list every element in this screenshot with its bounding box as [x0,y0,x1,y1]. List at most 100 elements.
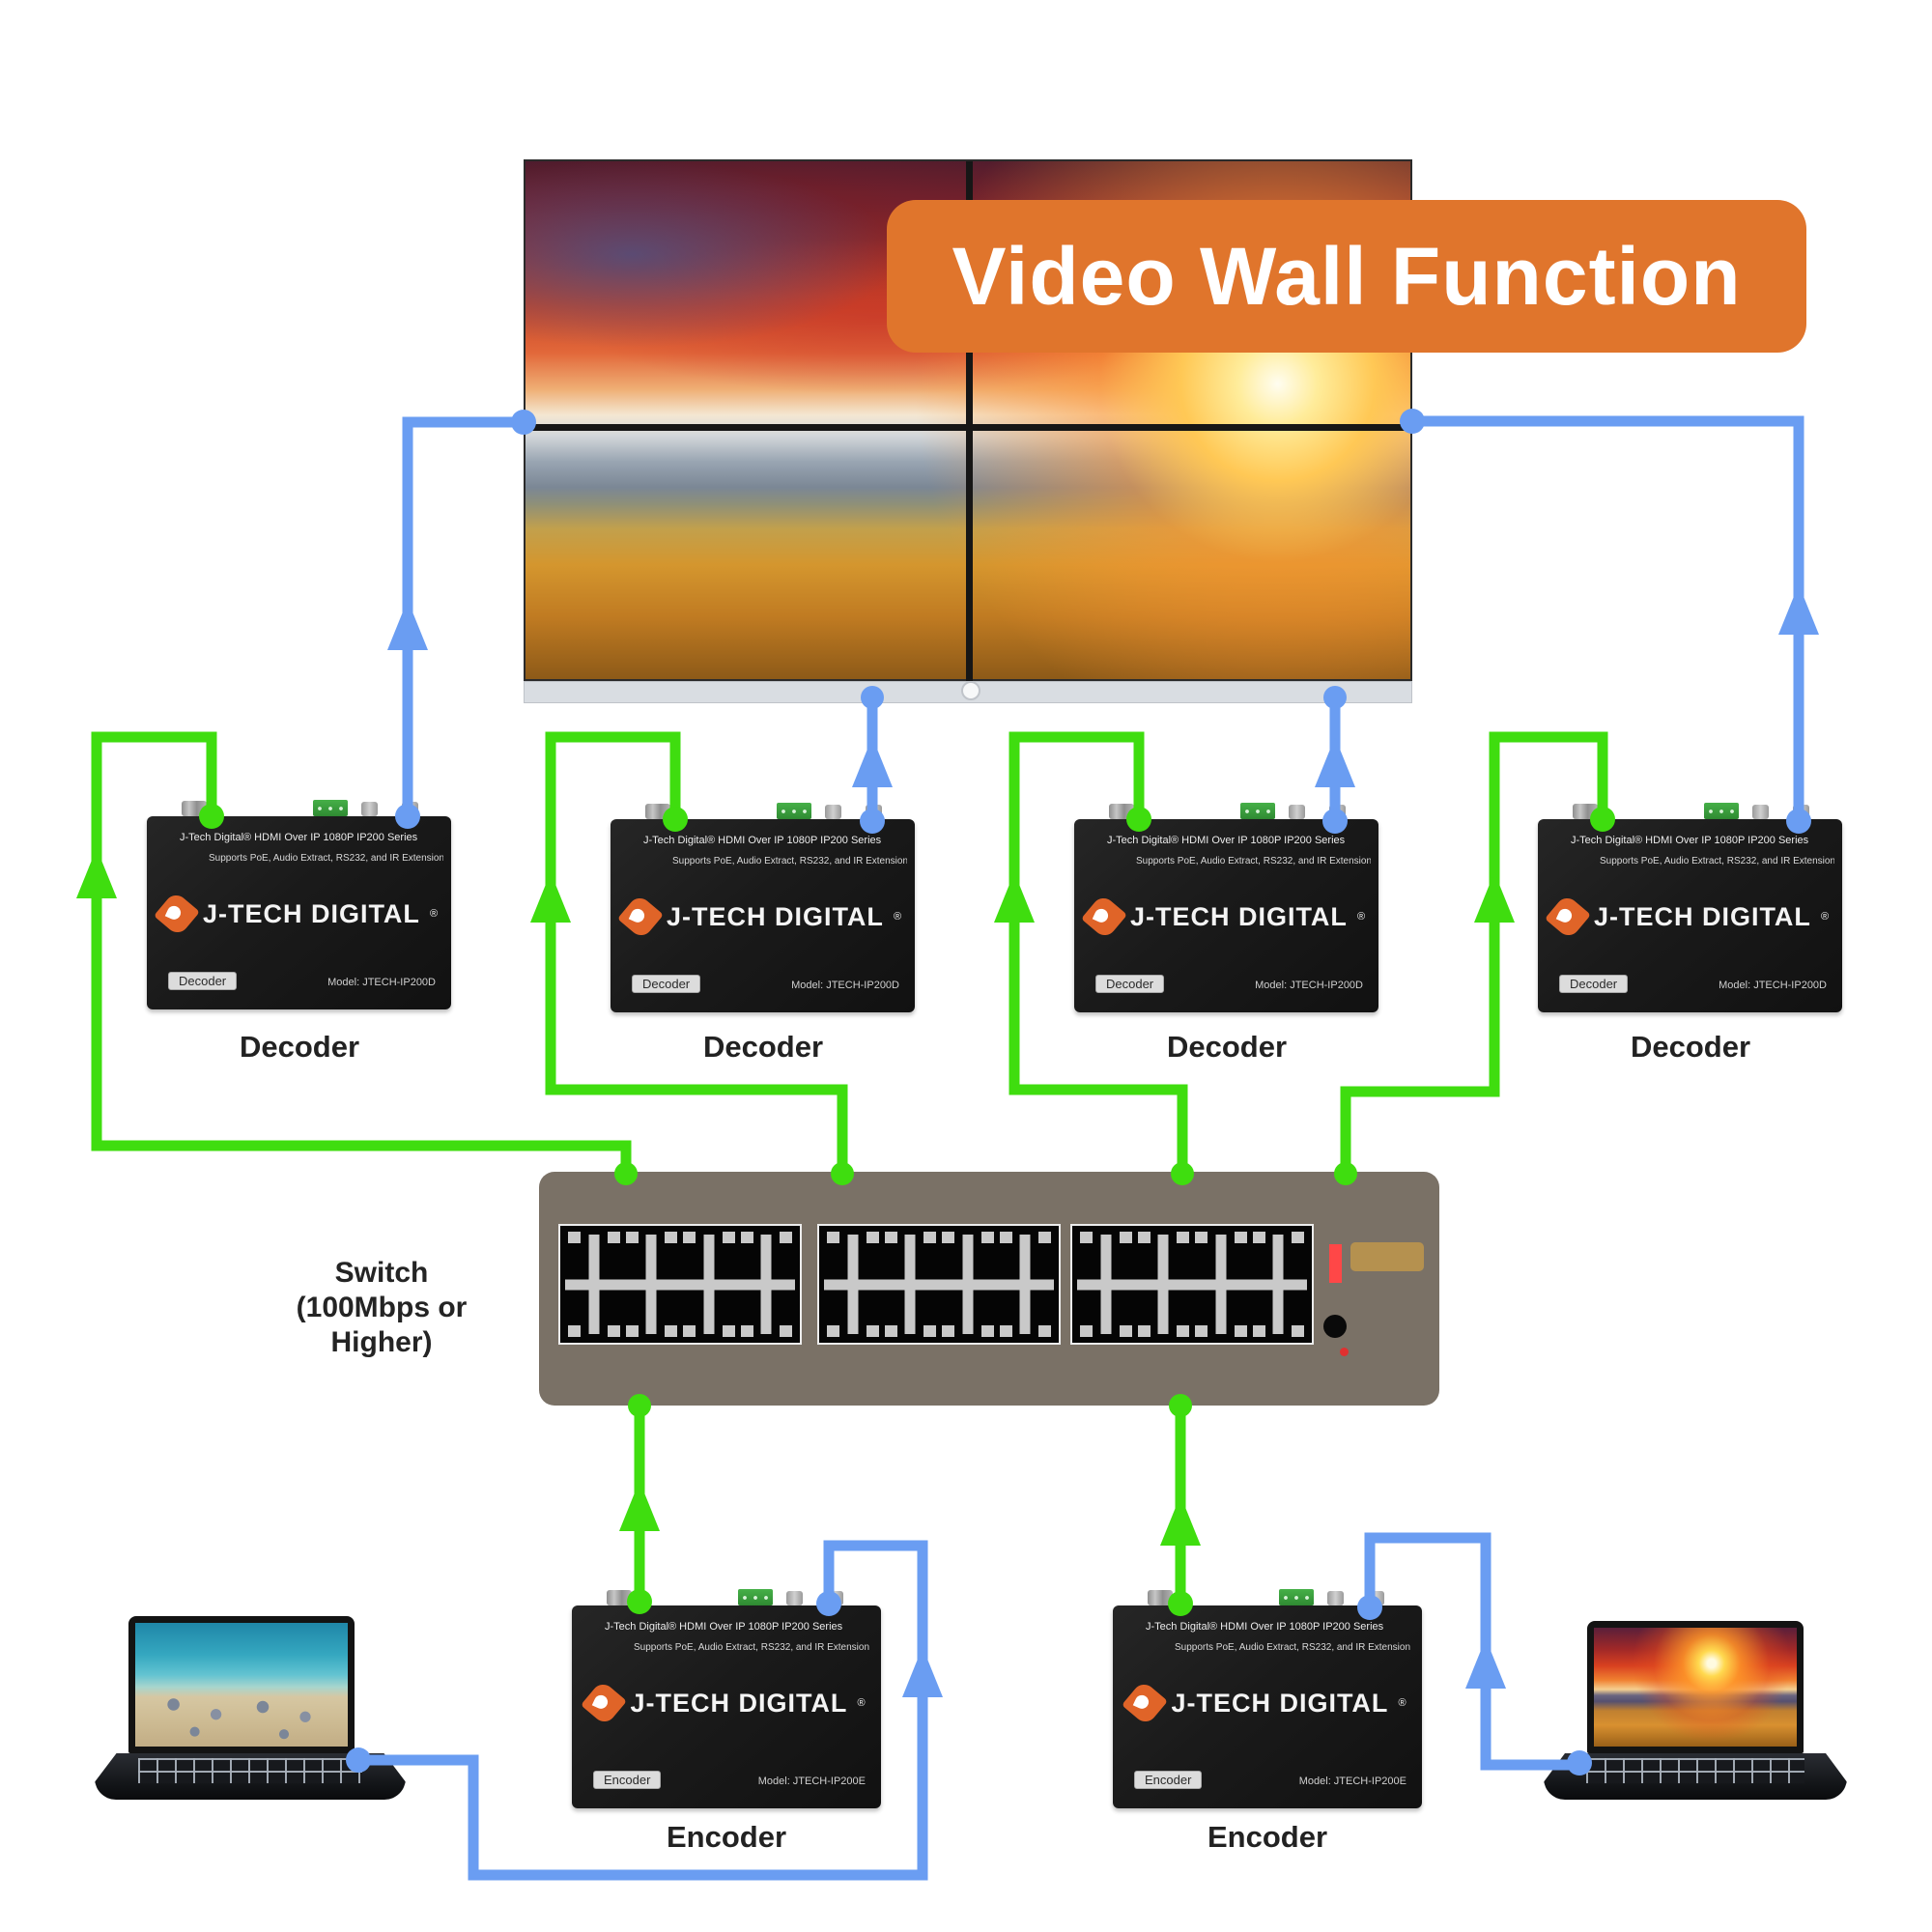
rj45-port-icon [824,1226,882,1285]
decoder-3-label: Decoder [1166,1030,1288,1064]
rj45-port-icon [1192,1226,1250,1285]
decoder-4-label: Decoder [1630,1030,1751,1064]
registered-mark: ® [429,908,439,920]
decoder-badge: Decoder [1559,975,1629,993]
rj45-port-icon [737,1284,795,1343]
phoenix-connector-icon [738,1589,773,1605]
arrow-up-icon [1160,1495,1201,1546]
rca-connector-icon [1752,805,1769,819]
encoder-2-device: J-Tech Digital® HDMI Over IP 1080P IP200… [1113,1589,1422,1808]
jtech-brand-text: J-TECH DIGITAL [202,898,420,928]
bnc-connector-icon [182,801,207,816]
jtech-brand-text: J-TECH DIGITAL [1593,901,1811,931]
decoder-badge: Decoder [1095,975,1165,993]
decoder-1-body: J-Tech Digital® HDMI Over IP 1080P IP200… [147,816,451,1009]
decoder-3-rear-connectors [1074,803,1378,820]
registered-mark: ® [1820,911,1830,923]
device-features-text: Supports PoE, Audio Extract, RS232, and … [672,856,907,867]
bnc-connector-icon [1109,804,1134,819]
laptop-beach-image [135,1623,348,1747]
decoder-4-body: J-Tech Digital® HDMI Over IP 1080P IP200… [1538,819,1842,1012]
arrow-up-icon [1778,584,1819,635]
jtech-brand-text: J-TECH DIGITAL [1171,1688,1389,1718]
switch-label-line1: Switch [334,1257,429,1289]
phoenix-connector-icon [1279,1589,1314,1605]
arrow-up-icon [1315,737,1355,787]
jtech-logo-icon [1544,894,1591,940]
rj45-port-icon [881,1284,939,1343]
bnc-connector-icon [1573,804,1598,819]
jtech-brand-text: J-TECH DIGITAL [630,1688,848,1718]
decoder-3-body: J-Tech Digital® HDMI Over IP 1080P IP200… [1074,819,1378,1012]
switch-brand-plate [1350,1242,1424,1271]
laptop-keyboard [138,1758,362,1783]
device-series-text: J-Tech Digital® HDMI Over IP 1080P IP200… [1571,835,1809,846]
wall-vertical-bezel [966,161,973,683]
encoder-2-rear-connectors [1113,1589,1422,1606]
decoder-badge: Decoder [632,975,701,993]
encoder-1-body: J-Tech Digital® HDMI Over IP 1080P IP200… [572,1605,881,1808]
rca-connector-icon [1368,1591,1384,1605]
phoenix-connector-icon [1704,803,1739,819]
device-features-text: Supports PoE, Audio Extract, RS232, and … [1600,856,1834,867]
registered-mark: ® [857,1697,866,1709]
switch-label-line2: (100Mbps or Higher) [296,1292,468,1358]
decoder-4-rear-connectors [1538,803,1842,820]
decoder-1-label: Decoder [239,1030,360,1064]
encoder-2-label: Encoder [1207,1820,1328,1854]
rj45-port-icon [1077,1284,1135,1343]
arrow-up-icon [76,848,117,898]
laptop-screen [128,1616,355,1753]
rj45-port-group [1070,1224,1314,1345]
rca-connector-icon [1329,805,1346,819]
rj45-port-icon [622,1226,680,1285]
device-series-text: J-Tech Digital® HDMI Over IP 1080P IP200… [1107,835,1346,846]
arrow-up-icon [1474,872,1515,923]
title-banner: Video Wall Function [887,200,1806,353]
switch-power-led-icon [1340,1348,1349,1356]
arrow-up-icon [387,600,428,650]
switch-label: Switch (100Mbps or Higher) [242,1256,522,1360]
network-switch [539,1172,1439,1406]
device-series-text: J-Tech Digital® HDMI Over IP 1080P IP200… [605,1621,843,1633]
rj45-port-group [558,1224,802,1345]
rj45-port-icon [680,1226,738,1285]
rca-connector-icon [402,802,418,816]
jtech-logo: J-TECH DIGITAL ® [1113,1680,1422,1726]
decoder-2-label: Decoder [702,1030,824,1064]
phoenix-connector-icon [1240,803,1275,819]
device-series-text: J-Tech Digital® HDMI Over IP 1080P IP200… [643,835,882,846]
rj45-port-icon [680,1284,738,1343]
rj45-port-icon [996,1226,1054,1285]
device-series-text: J-Tech Digital® HDMI Over IP 1080P IP200… [180,832,418,843]
rj45-port-icon [881,1226,939,1285]
arrow-up-icon [852,737,893,787]
rj45-port-icon [1077,1226,1135,1285]
wall-stand-bar [524,681,1412,703]
decoder-2-rear-connectors [611,803,915,820]
wall-horizontal-bezel [526,424,1414,431]
jtech-logo: J-TECH DIGITAL ® [1538,894,1842,940]
rca-connector-icon [827,1591,843,1605]
encoder-1-device: J-Tech Digital® HDMI Over IP 1080P IP200… [572,1589,881,1808]
jtech-logo: J-TECH DIGITAL ® [611,894,915,940]
laptop-base [95,1753,406,1800]
decoder-1-device: J-Tech Digital® HDMI Over IP 1080P IP200… [147,800,451,1009]
rj45-port-icon [737,1226,795,1285]
rca-connector-icon [1327,1591,1344,1605]
rj45-port-icon [1192,1284,1250,1343]
rca-connector-icon [786,1591,803,1605]
jtech-logo-icon [1080,894,1127,940]
decoder-model-text: Model: JTECH-IP200D [791,980,899,991]
blue-wire-arrows [387,584,1819,1697]
jtech-brand-text: J-TECH DIGITAL [666,901,884,931]
rj45-port-icon [939,1284,997,1343]
registered-mark: ® [1398,1697,1406,1709]
rj45-port-icon [565,1284,623,1343]
encoder-model-text: Model: JTECH-IP200E [1298,1776,1406,1787]
bnc-connector-icon [645,804,670,819]
jtech-brand-text: J-TECH DIGITAL [1129,901,1348,931]
registered-mark: ® [893,911,902,923]
decoder-1-rear-connectors [147,800,451,817]
switch-button-icon [1323,1315,1347,1338]
